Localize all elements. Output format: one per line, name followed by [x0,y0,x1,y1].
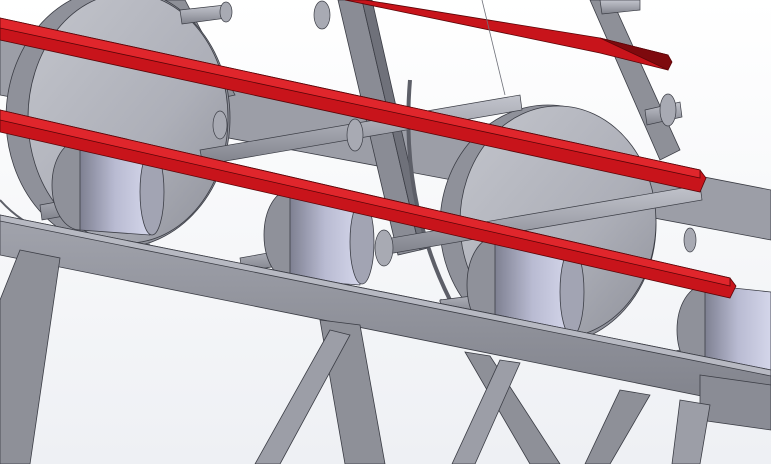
front-frame [0,214,771,464]
bracket-2 [263,189,375,286]
red-bars [0,0,737,299]
guide-line [481,0,506,96]
bracket-3 [466,236,585,337]
washers [212,0,697,267]
